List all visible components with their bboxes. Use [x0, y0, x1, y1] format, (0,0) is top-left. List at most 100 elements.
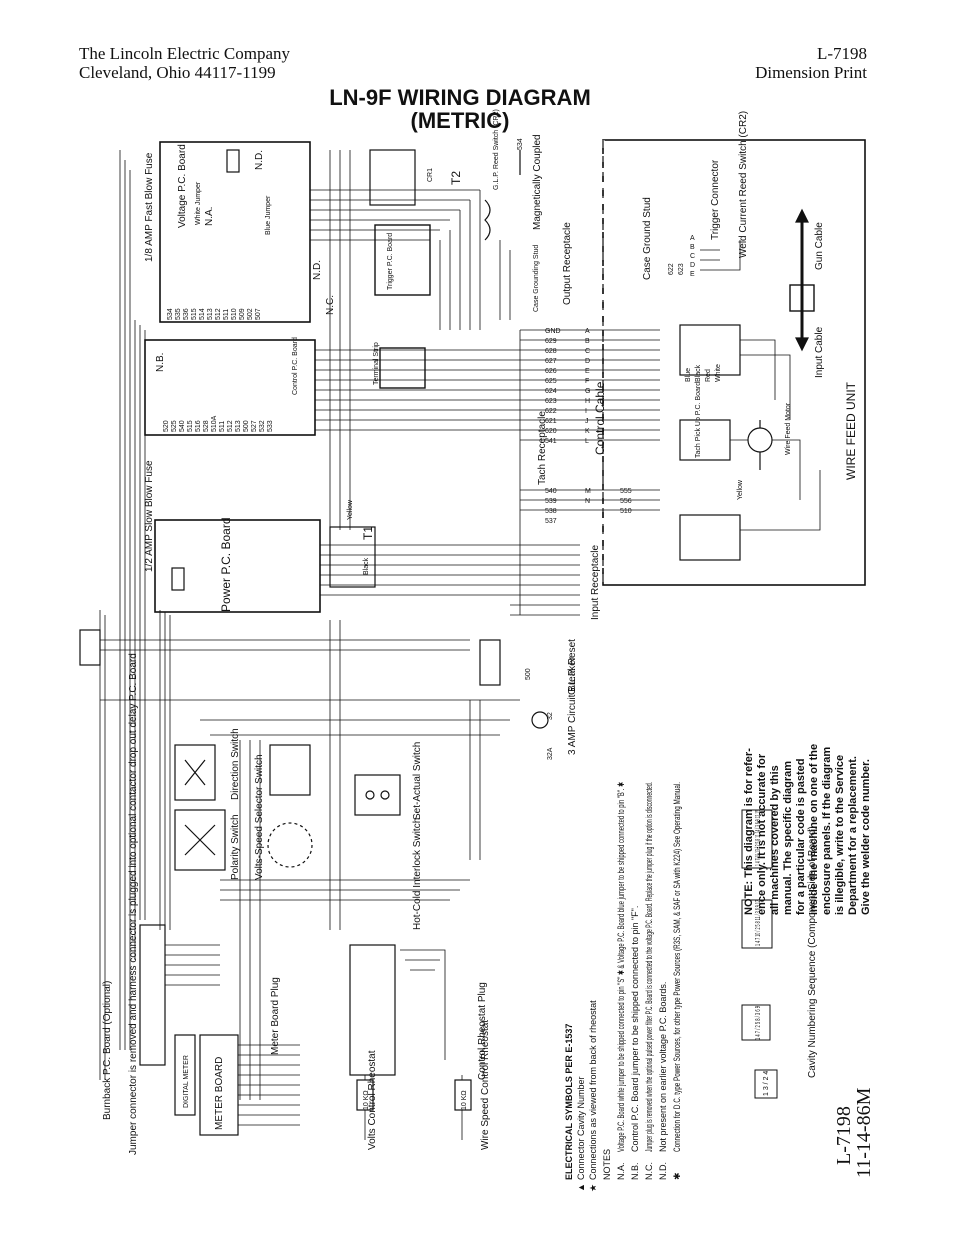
circuit-breaker — [531, 711, 549, 729]
trigger-wire: 623 — [678, 263, 685, 275]
input-pin: M — [585, 488, 591, 495]
disclaimer-line: manual. The specific diagram — [782, 761, 794, 915]
trigger-pin: A — [690, 235, 695, 242]
wfu-internal-wires — [700, 240, 821, 531]
control-wire: 513 — [235, 420, 242, 432]
wfu-connector-top — [679, 324, 741, 376]
cable-wire: 625 — [545, 378, 557, 385]
company-name: The Lincoln Electric Company — [79, 44, 291, 63]
trigger-pin-labels: A B C D E 622 623 — [668, 235, 695, 278]
trigger-pin: E — [690, 271, 695, 278]
legend-symbol: ★ — [588, 1184, 598, 1192]
bundle-wire: 512 — [215, 308, 222, 320]
reset-wire-number: 500 — [525, 668, 532, 680]
color-red-label: Red — [705, 369, 712, 382]
left-wire-bundle — [99, 150, 171, 1080]
legend-text: Connections as viewed from back of rheos… — [588, 1000, 598, 1180]
input-pin: E — [585, 368, 590, 375]
cable-wire: 622 — [545, 408, 557, 415]
bundle-wire: 514 — [199, 308, 206, 320]
note-key: N.A. — [616, 1162, 626, 1180]
notes-heading: ELECTRICAL SYMBOLS PER E-1537 — [564, 1024, 574, 1180]
glp-wire-number: 534 — [517, 138, 524, 150]
voltage-board-label: Voltage P.C. Board — [177, 144, 188, 228]
control-cable-label: Control Cable — [593, 381, 607, 455]
meter-plug-label: Meter Board Plug — [270, 977, 281, 1055]
bundle-wire: 510 — [231, 308, 238, 320]
control-plug-box — [349, 944, 396, 1076]
case-grounding-label: Case Grounding Stud — [533, 245, 540, 312]
disclaimer-line: NOTE: This diagram is for refer- — [743, 748, 755, 915]
title-line2: (METRIC) — [410, 108, 510, 133]
note-na-marker: N.A. — [204, 207, 215, 226]
power-board-label: Power P.C. Board — [219, 518, 233, 613]
meter-wires — [165, 944, 300, 1126]
company-address: Cleveland, Ohio 44117-1199 — [79, 63, 276, 82]
volts-rheostat-label: Volts Control Rheostat — [367, 1050, 378, 1150]
polarity-switch-box — [174, 809, 226, 871]
jumper-note-label: Jumper connector is removed and harness … — [128, 653, 139, 1155]
burnback-box — [139, 924, 166, 1066]
glp-reed-label: G.L.P. Reed Switch (CR2) — [493, 109, 500, 190]
note-key: N.C. — [644, 1162, 654, 1180]
glp-reset-label: G.L.P. Reset — [567, 639, 578, 695]
white-jumper-label: White Jumper — [195, 181, 202, 225]
color-yellow-t1: Yellow — [347, 499, 354, 520]
control-wire: 533 — [267, 420, 274, 432]
input-pin: D — [585, 358, 590, 365]
company-block: The Lincoln Electric Company Cleveland, … — [79, 44, 290, 82]
cable-wire: 620 — [545, 428, 557, 435]
t1-transformer — [329, 526, 376, 588]
cavity-pattern: 1 3 / 2 4 — [763, 1071, 770, 1096]
tach-wire: 556 — [620, 498, 632, 505]
wire-feed-motor — [747, 427, 773, 453]
tach-receptacle-label: Tach Receptacle — [537, 411, 548, 485]
doc-block: L-7198 Dimension Print — [755, 44, 867, 82]
title-line1: LN-9F WIRING DIAGRAM — [329, 85, 591, 110]
cavity-pattern: 1 4 7 / 2 5 8 / 3 6 9 — [755, 1006, 762, 1040]
trigger-pin: D — [690, 262, 695, 269]
polarity-switch-label: Polarity Switch — [230, 814, 241, 880]
terminal-strip-label: Terminal Strip — [373, 342, 380, 385]
t2-transformer — [369, 149, 416, 206]
color-black-t1: Black — [363, 557, 370, 575]
cr1-label: CR1 — [427, 168, 434, 182]
note-nc-marker: N.C. — [325, 295, 336, 315]
disclaimer-line: all machines covered by this — [769, 765, 781, 915]
control-wire: 540 — [179, 420, 186, 432]
left-fuse — [79, 629, 101, 666]
left-bundle-numbers: 534 535 536 515 514 513 512 511 510 509 … — [167, 308, 262, 320]
set-actual-label: Set-Actual Switch — [412, 742, 423, 820]
note-key: N.D. — [658, 1162, 668, 1180]
resistor-b-label: 10 KΩ — [461, 1090, 468, 1110]
cable-wire: 628 — [545, 348, 557, 355]
color-black-label: Black — [695, 364, 702, 382]
burnback-label: Burnback P.C. Board (Optional) — [102, 981, 113, 1120]
note-text: Connection for D.C. type Power Sources, … — [672, 782, 682, 1152]
trigger-wire: 622 — [668, 263, 675, 275]
wfu-connector-bottom — [679, 514, 741, 561]
cable-wire: 537 — [545, 518, 557, 525]
breaker-wire: 32 — [547, 712, 554, 720]
bundle-wire: 536 — [183, 308, 190, 320]
volts-speed-selector — [267, 822, 313, 868]
trigger-pin: B — [690, 244, 695, 251]
cable-wire: 621 — [545, 418, 557, 425]
cavity-pattern: 1 4 7 10 13 / 2 5 8 11 14 / 3 6 9 12 15 — [755, 810, 762, 866]
doc-type: Dimension Print — [755, 63, 867, 82]
bundle-wire: 535 — [175, 308, 182, 320]
control-wire: 532 — [259, 420, 266, 432]
input-pin: K — [585, 428, 590, 435]
control-bundle-numbers: 520 525 540 515 516 528 510A 511 512 513… — [163, 415, 274, 432]
control-wire: 510A — [211, 415, 218, 432]
cavity-pattern: 1 4 7 10 / 2 5 8 11 / 3 6 9 12 — [755, 900, 762, 946]
note-nb-marker: N.B. — [155, 353, 166, 372]
cable-wire: 624 — [545, 388, 557, 395]
color-blue-label: Blue — [685, 368, 692, 382]
disclaimer-line: ence only. It is not accurate for — [756, 753, 768, 915]
bundle-wire: 507 — [255, 308, 262, 320]
bundle-wire: 515 — [191, 308, 198, 320]
power-pc-board — [154, 519, 321, 613]
cable-wire: GND — [545, 328, 561, 335]
